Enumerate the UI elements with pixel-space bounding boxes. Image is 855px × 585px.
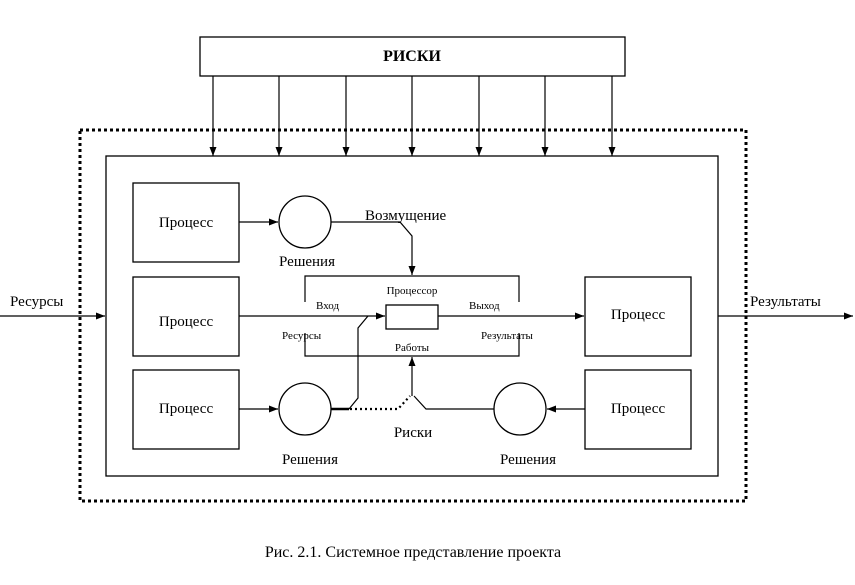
processor-title: Процессор: [387, 285, 438, 297]
decision-circle-bottom-left: [278, 382, 332, 436]
risk-arrows: [209, 76, 616, 156]
process-label-bottom-right: Процесс: [611, 401, 666, 417]
results-label: Результаты: [750, 294, 821, 310]
process-label-middle: Процесс: [159, 314, 214, 330]
processor-bracket-bottom: [304, 333, 520, 357]
decision-circle-top: [278, 195, 332, 249]
figure-caption: Рис. 2.1. Системное представление проект…: [265, 544, 561, 561]
environment-boundary: [78, 128, 748, 503]
process-label-top: Процесс: [159, 215, 214, 231]
decisions-label-top: Решения: [279, 254, 335, 270]
risks-box: [199, 36, 626, 77]
decision-to-input-line: [348, 315, 369, 410]
processor-bracket-top: [304, 275, 520, 302]
processor-output-label: Выход: [469, 300, 500, 312]
processor-works-label: Работы: [395, 342, 430, 354]
decisions-label-bottom-right: Решения: [500, 452, 556, 468]
risks-title: РИСКИ: [383, 48, 441, 65]
risks-label: Риски: [394, 425, 432, 441]
process-label-bottom: Процесс: [159, 401, 214, 417]
decisions-label-bottom-left: Решения: [282, 452, 338, 468]
processor-input-label: Вход: [316, 300, 339, 312]
decision-circle-bottom-right: [493, 382, 547, 436]
disturbance-label: Возмущение: [365, 208, 446, 224]
processor-resources-label: Ресурсы: [282, 330, 322, 342]
resources-label: Ресурсы: [10, 294, 63, 310]
risks-dotted-path: [350, 395, 411, 411]
process-label-right: Процесс: [611, 307, 666, 323]
process-box-middle: [132, 276, 240, 357]
right-decision-to-risks-line: [413, 395, 494, 410]
disturbance-arrow: [331, 221, 416, 275]
process-box-right: [584, 276, 692, 357]
processor-results-label: Результаты: [481, 330, 534, 342]
processor-core: [385, 304, 439, 330]
